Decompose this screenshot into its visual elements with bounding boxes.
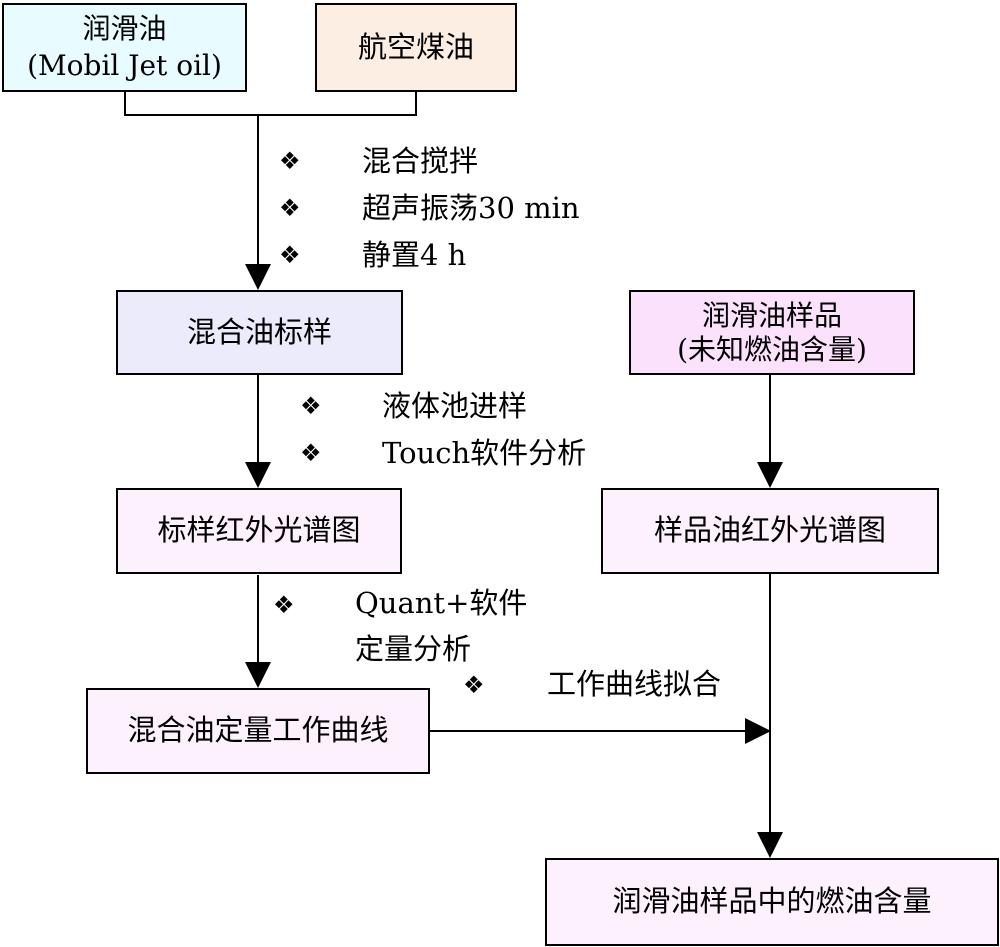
curve-fit-label: 工作曲线拟合 xyxy=(547,667,722,701)
lube-sample-title: 润滑油样品 xyxy=(701,298,842,332)
mixed-std-title: 混合油标样 xyxy=(186,314,332,349)
lube-sample-subtitle: (未知燃油含量) xyxy=(677,332,867,366)
arrowhead xyxy=(245,264,271,290)
arrowhead xyxy=(757,462,783,488)
step3-analysis-label: 定量分析 xyxy=(355,632,472,666)
std-ir-title: 标样红外光谱图 xyxy=(157,513,361,548)
arrowhead xyxy=(245,462,271,488)
bullet-icon: ❖ xyxy=(279,241,301,269)
step1-rest-label: 静置4 h xyxy=(362,238,467,272)
bullet-icon: ❖ xyxy=(279,147,301,175)
jet-fuel-title: 航空煤油 xyxy=(357,29,474,64)
lube-sample-box: 润滑油样品 (未知燃油含量) xyxy=(629,290,915,375)
bullet-icon: ❖ xyxy=(463,671,485,699)
std-ir-box: 标样红外光谱图 xyxy=(116,488,402,574)
bullet-icon: ❖ xyxy=(279,194,301,222)
jet-fuel-box: 航空煤油 xyxy=(315,3,517,92)
result-title: 润滑油样品中的燃油含量 xyxy=(612,884,932,919)
step2-cell-label: 液体池进样 xyxy=(382,389,528,423)
sample-ir-box: 样品油红外光谱图 xyxy=(601,488,939,574)
bullet-icon: ❖ xyxy=(300,439,322,467)
bullet-icon: ❖ xyxy=(273,591,295,619)
arrowhead xyxy=(745,718,771,744)
result-box: 润滑油样品中的燃油含量 xyxy=(545,858,999,946)
mixed-std-box: 混合油标样 xyxy=(116,290,403,375)
lube-oil-title: 润滑油 xyxy=(82,12,167,46)
sample-ir-title: 样品油红外光谱图 xyxy=(653,513,886,548)
step3-quant-label: Quant+软件 xyxy=(355,586,528,620)
work-curve-title: 混合油定量工作曲线 xyxy=(127,713,389,748)
work-curve-box: 混合油定量工作曲线 xyxy=(86,688,430,774)
lube-oil-box: 润滑油 (Mobil Jet oil) xyxy=(2,3,247,92)
lube-oil-subtitle: (Mobil Jet oil) xyxy=(27,48,222,82)
step2-touch-label: Touch软件分析 xyxy=(382,436,587,470)
arrowhead xyxy=(245,662,271,688)
merge-connector xyxy=(124,92,417,116)
arrowhead xyxy=(757,832,783,858)
step1-mix-label: 混合搅拌 xyxy=(362,144,479,178)
step1-ultrasonic-label: 超声振荡30 min xyxy=(362,191,580,225)
bullet-icon: ❖ xyxy=(300,392,322,420)
